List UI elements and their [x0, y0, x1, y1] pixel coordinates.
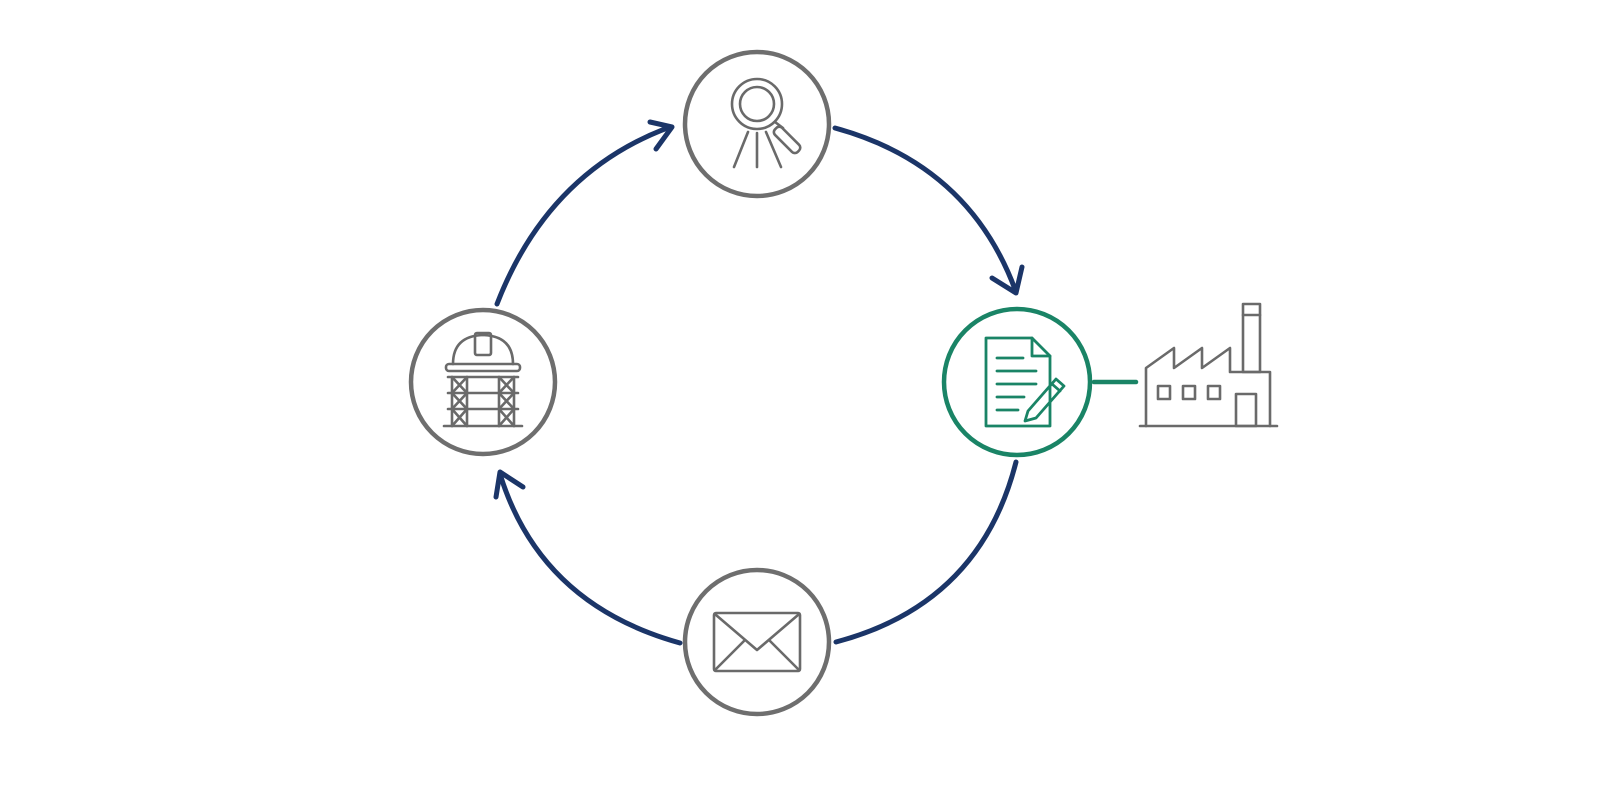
arrow-documentation-to-communication [833, 459, 1019, 645]
node-documentation-circle [941, 306, 1093, 458]
arrowhead-documentation [989, 264, 1025, 296]
hardhat-scaffold-icon [442, 331, 524, 428]
arrow-construction-to-inspection [494, 124, 673, 307]
factory-icon [1138, 302, 1279, 428]
node-inspection [682, 49, 832, 199]
arrowhead-inspection [647, 119, 675, 152]
magnifier-survey-icon [730, 77, 802, 169]
node-documentation [941, 306, 1093, 458]
node-communication-circle [682, 567, 832, 717]
document-pen-icon [984, 336, 1066, 428]
cycle-arrows [493, 119, 1025, 646]
node-inspection-circle [682, 49, 832, 199]
node-construction [408, 307, 558, 457]
arrow-inspection-to-documentation [832, 125, 1019, 295]
arrow-communication-to-construction [497, 471, 683, 646]
node-communication [682, 567, 832, 717]
arrowhead-construction [493, 469, 526, 500]
node-construction-circle [408, 307, 558, 457]
envelope-icon [712, 611, 802, 673]
